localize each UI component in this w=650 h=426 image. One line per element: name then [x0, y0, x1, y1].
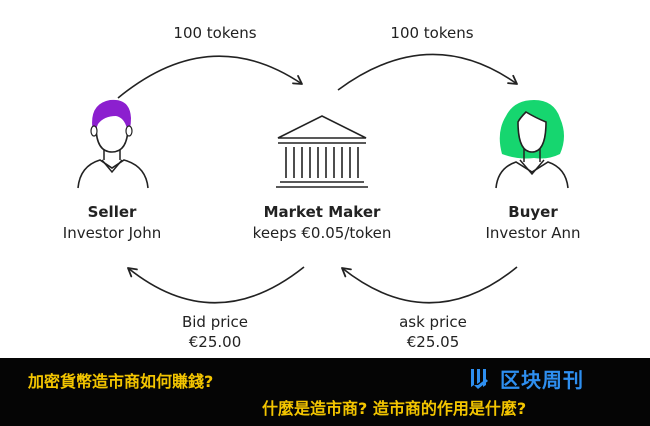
market-maker-bank-icon	[276, 115, 368, 188]
arrow-market-maker-to-seller	[127, 266, 305, 304]
brand-logo: 区块周刊	[468, 364, 584, 392]
buyer-person-icon	[495, 100, 569, 189]
banner-title-line2: 什麼是造市商? 造市商的作用是什麼?	[262, 399, 527, 418]
buyer-name: Investor Ann	[485, 224, 580, 242]
brand-logo-text: 区块周刊	[500, 367, 584, 392]
banner-title-line1: 加密貨幣造市商如何賺錢?	[28, 372, 214, 391]
bid-price-value: €25.00	[189, 333, 242, 351]
arrow-buyer-to-market-maker	[341, 266, 518, 304]
arrow-market-maker-to-buyer	[337, 53, 518, 91]
brand-logo-icon	[471, 369, 488, 389]
market-maker-diagram: 100 tokens 100 tokens Bid price €25.00 a…	[63, 24, 581, 351]
seller-hair	[92, 99, 131, 134]
top-right-arrow-label: 100 tokens	[390, 24, 473, 42]
ask-price-label: ask price	[399, 313, 467, 331]
market-maker-note: keeps €0.05/token	[253, 224, 392, 242]
seller-role: Seller	[88, 203, 137, 221]
ask-price-value: €25.05	[407, 333, 460, 351]
buyer-role: Buyer	[508, 203, 558, 221]
seller-person-icon	[77, 99, 149, 189]
bid-price-label: Bid price	[182, 313, 248, 331]
seller-name: Investor John	[63, 224, 161, 242]
arrow-seller-to-market-maker	[117, 55, 303, 99]
caption-banner: 加密貨幣造市商如何賺錢? 什麼是造市商? 造市商的作用是什麼? 区块周刊	[0, 358, 650, 426]
top-left-arrow-label: 100 tokens	[173, 24, 256, 42]
market-maker-role: Market Maker	[264, 203, 381, 221]
